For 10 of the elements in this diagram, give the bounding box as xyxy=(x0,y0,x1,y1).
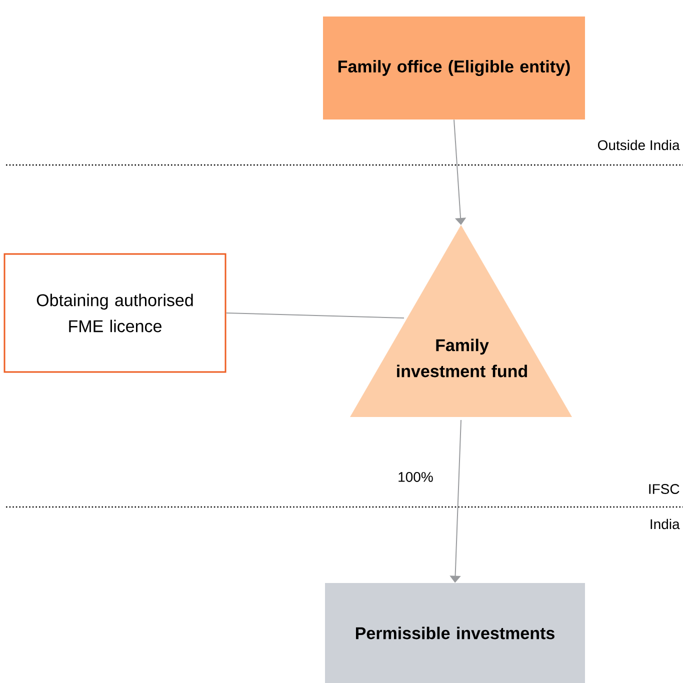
process-box: Permissible investments xyxy=(325,583,585,683)
connector-line xyxy=(226,312,404,318)
process-box: Family office (Eligible entity) xyxy=(323,16,585,120)
region-label: India xyxy=(650,518,680,530)
arrow xyxy=(454,119,466,225)
process-box: Obtaining authorised FME licence xyxy=(4,253,226,373)
region-label: IFSC xyxy=(649,484,680,494)
fund-triangle: Family investment fund xyxy=(350,225,572,417)
edge-label: 100% xyxy=(398,472,433,482)
region-label: Outside India xyxy=(598,140,680,150)
